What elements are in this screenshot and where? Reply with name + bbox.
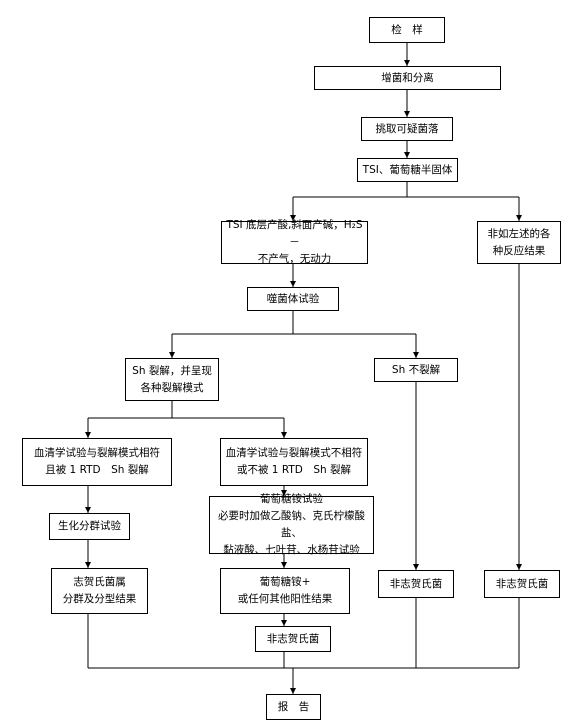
node-serology-mismatch-label: 血清学试验与裂解模式不相符 或不被 1 RTD Sh 裂解 (225, 447, 363, 476)
node-other-reactions: 非如左述的各 种反应结果 (477, 221, 561, 264)
node-sh-no-lysis-label: Sh 不裂解 (391, 363, 441, 376)
node-glucose-ammonium-label: 葡萄糖铵试验 必要时加做乙酸钠、克氏柠檬酸盐、 黏液酸、七叶苷、水杨苷试验 (218, 493, 365, 556)
node-non-shigella-3-label: 非志贺氏菌 (495, 577, 549, 590)
node-serology-match-label: 血清学试验与裂解模式相符 且被 1 RTD Sh 裂解 (34, 447, 160, 476)
node-glucose-positive: 葡萄糖铵+ 或任何其他阳性结果 (220, 568, 350, 614)
node-pick: 挑取可疑菌落 (361, 117, 453, 141)
node-tsi: TSI、葡萄糖半固体 (357, 158, 458, 182)
node-shigella-result-label: 志贺氏菌属 分群及分型结果 (62, 576, 137, 605)
node-report-label: 报 告 (277, 700, 310, 713)
node-tsi-label: TSI、葡萄糖半固体 (362, 163, 453, 176)
node-pick-label: 挑取可疑菌落 (375, 122, 439, 135)
node-sample: 检 样 (369, 17, 445, 43)
node-biochem-label: 生化分群试验 (58, 520, 121, 532)
node-report: 报 告 (266, 694, 321, 720)
node-non-shigella-2-label: 非志贺氏菌 (389, 577, 443, 590)
node-non-shigella-1-label: 非志贺氏菌 (266, 632, 320, 645)
node-sample-label: 检 样 (391, 23, 423, 36)
node-enrich: 增菌和分离 (314, 66, 501, 90)
node-phage-test: 噬菌体试验 (247, 287, 339, 311)
node-serology-match: 血清学试验与裂解模式相符 且被 1 RTD Sh 裂解 (22, 438, 172, 486)
node-enrich-label: 增菌和分离 (381, 71, 434, 84)
node-serology-mismatch: 血清学试验与裂解模式不相符 或不被 1 RTD Sh 裂解 (220, 438, 368, 486)
node-glucose-positive-label: 葡萄糖铵+ 或任何其他阳性结果 (237, 576, 333, 605)
node-non-shigella-3: 非志贺氏菌 (484, 570, 560, 598)
node-tsi-result: TSI 底层产酸,斜面产碱，H₂S－ 不产气，无动力 (221, 219, 368, 265)
node-tsi-result-label: TSI 底层产酸,斜面产碱，H₂S－ 不产气，无动力 (226, 219, 363, 265)
node-shigella-result: 志贺氏菌属 分群及分型结果 (51, 568, 148, 614)
node-biochem: 生化分群试验 (49, 513, 130, 540)
node-other-reactions-label: 非如左述的各 种反应结果 (487, 227, 551, 257)
node-glucose-ammonium: 葡萄糖铵试验 必要时加做乙酸钠、克氏柠檬酸盐、 黏液酸、七叶苷、水杨苷试验 (209, 493, 374, 556)
node-phage-test-label: 噬菌体试验 (266, 292, 320, 305)
node-sh-lysis: Sh 裂解，并呈现 各种裂解模式 (125, 358, 219, 401)
node-non-shigella-1: 非志贺氏菌 (255, 626, 331, 652)
node-sh-lysis-label: Sh 裂解，并呈现 各种裂解模式 (132, 364, 212, 394)
node-sh-no-lysis: Sh 不裂解 (374, 358, 458, 382)
node-non-shigella-2: 非志贺氏菌 (378, 570, 454, 598)
